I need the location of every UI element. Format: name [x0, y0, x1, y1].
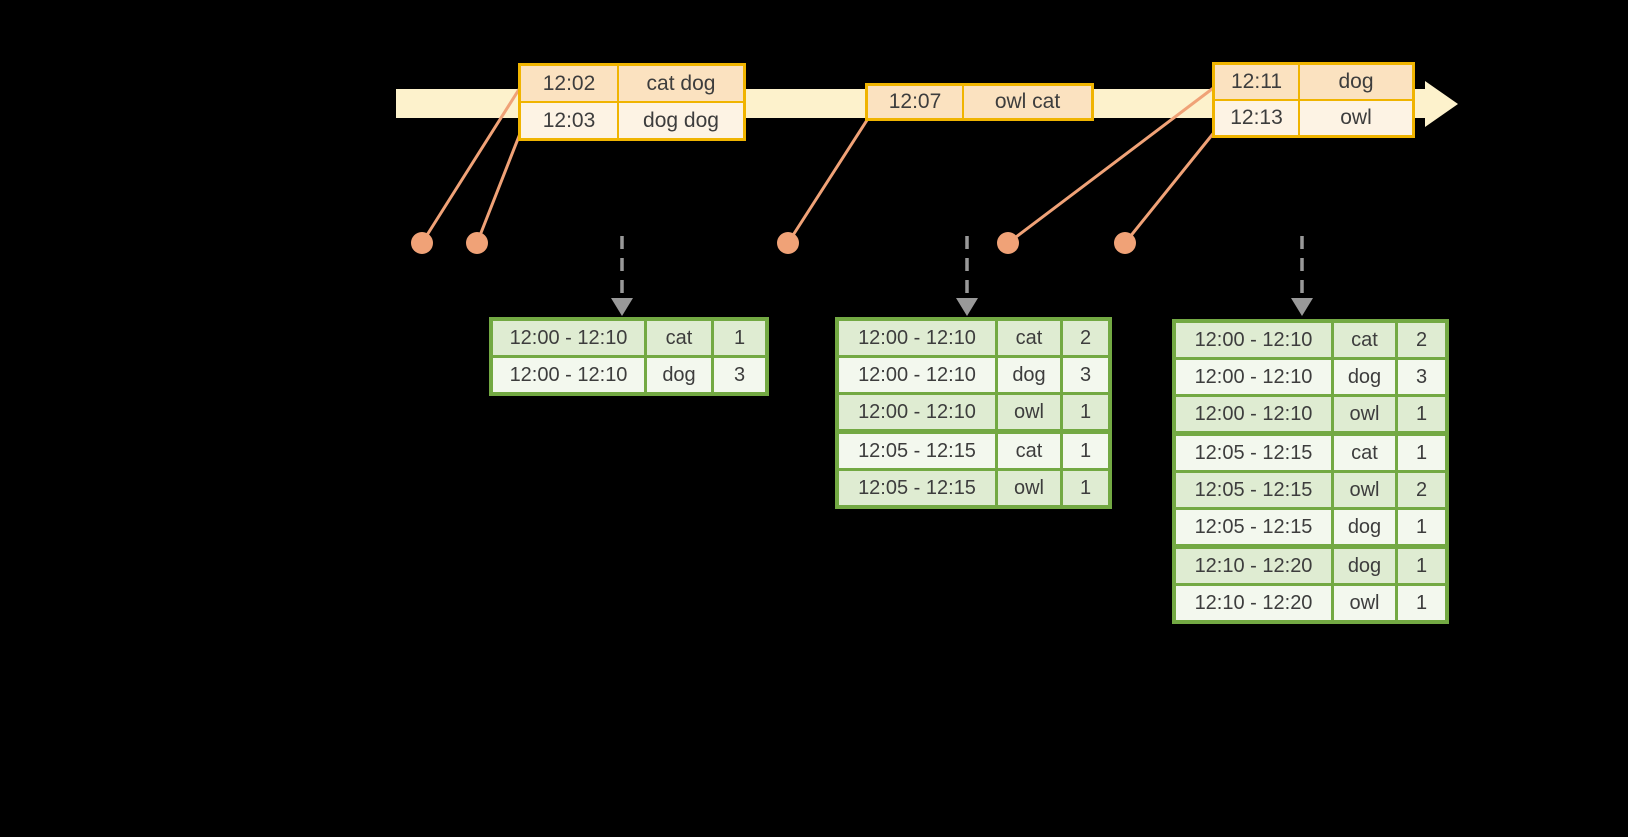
count-cell: 1	[1060, 429, 1112, 471]
event-connector-line	[1006, 84, 1218, 245]
event-dot-icon	[466, 232, 488, 254]
word-cell: cat	[1331, 319, 1398, 360]
word-cell: cat	[644, 317, 714, 358]
time-cell: 12:13	[1212, 99, 1300, 138]
window-cell: 12:00 - 12:10	[489, 355, 647, 396]
window-cell: 12:05 - 12:15	[1172, 507, 1334, 548]
event-dot-icon	[1114, 232, 1136, 254]
word-cell: owl	[995, 468, 1063, 509]
window-cell: 12:10 - 12:20	[1172, 544, 1334, 586]
word-cell: dog	[1331, 357, 1398, 397]
count-cell: 1	[1060, 468, 1112, 509]
event-connector-line	[1123, 128, 1218, 245]
word-cell: owl	[1331, 583, 1398, 624]
trigger-arrow-icon	[956, 236, 978, 316]
window-cell: 12:05 - 12:15	[1172, 431, 1334, 473]
words-cell: dog	[1298, 62, 1415, 101]
count-cell: 1	[1395, 583, 1449, 624]
window-cell: 12:00 - 12:10	[835, 355, 998, 395]
count-cell: 2	[1395, 319, 1449, 360]
trigger-arrow-icon	[1291, 236, 1313, 316]
window-cell: 12:00 - 12:10	[1172, 319, 1334, 360]
event-dot-icon	[777, 232, 799, 254]
word-cell: owl	[1331, 470, 1398, 510]
count-cell: 3	[1060, 355, 1112, 395]
window-cell: 12:00 - 12:10	[1172, 394, 1334, 435]
words-cell: cat dog	[617, 63, 746, 103]
word-cell: dog	[1331, 507, 1398, 548]
count-cell: 3	[1395, 357, 1449, 397]
window-cell: 12:00 - 12:10	[835, 392, 998, 433]
event-dot-icon	[997, 232, 1019, 254]
event-connector-line	[786, 115, 871, 245]
word-cell: cat	[995, 317, 1063, 358]
word-cell: dog	[644, 355, 714, 396]
word-cell: owl	[1331, 394, 1398, 435]
word-cell: dog	[995, 355, 1063, 395]
time-cell: 12:02	[518, 63, 619, 103]
count-cell: 1	[1395, 394, 1449, 435]
window-cell: 12:00 - 12:10	[1172, 357, 1334, 397]
words-cell: owl	[1298, 99, 1415, 138]
count-cell: 1	[1060, 392, 1112, 433]
window-cell: 12:00 - 12:10	[835, 317, 998, 358]
words-cell: owl cat	[962, 83, 1094, 121]
time-cell: 12:07	[865, 83, 964, 121]
window-cell: 12:05 - 12:15	[835, 468, 998, 509]
count-cell: 2	[1060, 317, 1112, 358]
count-cell: 2	[1395, 470, 1449, 510]
count-cell: 1	[1395, 431, 1449, 473]
word-cell: cat	[1331, 431, 1398, 473]
count-cell: 3	[711, 355, 769, 396]
window-cell: 12:10 - 12:20	[1172, 583, 1334, 624]
event-connector-line	[420, 81, 525, 245]
window-cell: 12:05 - 12:15	[835, 429, 998, 471]
count-cell: 1	[1395, 507, 1449, 548]
trigger-arrow-icon	[611, 236, 633, 316]
window-cell: 12:05 - 12:15	[1172, 470, 1334, 510]
window-cell: 12:00 - 12:10	[489, 317, 647, 358]
event-connector-line	[475, 124, 525, 245]
word-cell: cat	[995, 429, 1063, 471]
count-cell: 1	[711, 317, 769, 358]
word-cell: dog	[1331, 544, 1398, 586]
event-dot-icon	[411, 232, 433, 254]
time-cell: 12:03	[518, 101, 619, 141]
words-cell: dog dog	[617, 101, 746, 141]
count-cell: 1	[1395, 544, 1449, 586]
word-cell: owl	[995, 392, 1063, 433]
time-cell: 12:11	[1212, 62, 1300, 101]
